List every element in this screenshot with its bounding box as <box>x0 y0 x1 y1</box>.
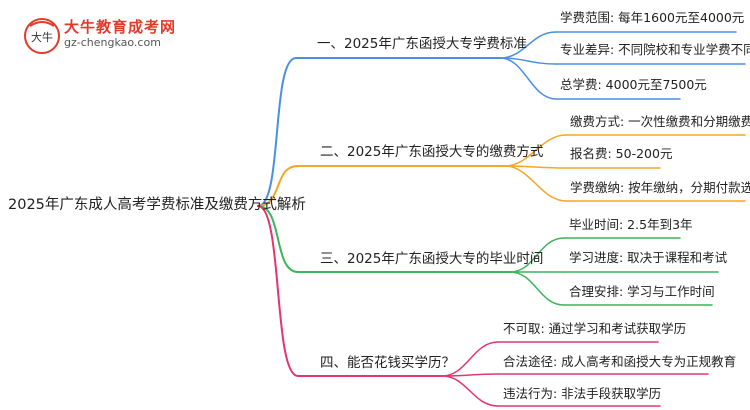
branch-2-connector <box>257 165 299 207</box>
branch-4-leaf-2: 合法途径: 成人高考和函授大专为正规教育 <box>503 354 737 369</box>
branch-1-leaf-3-connector <box>499 57 557 100</box>
logo-url: gz-chengkao.com <box>64 36 161 49</box>
branch-4-leaf-3-connector <box>441 375 499 407</box>
branch-2-leaf-1-connector <box>504 134 567 167</box>
branch-4-leaf-3: 违法行为: 非法手段获取学历 <box>503 386 662 401</box>
branch-3-leaf-1: 毕业时间: 2.5年到3年 <box>569 217 693 232</box>
logo-name: 大牛教育成考网 <box>64 18 177 36</box>
branch-1-leaf-1: 学费范围: 每年1600元至4000元 <box>560 10 745 25</box>
branch-4-leaf-1: 不可取: 通过学习和考试获取学历 <box>503 321 687 336</box>
branch-2-leaf-2: 报名费: 50-200元 <box>570 146 673 161</box>
branch-3-leaf-2: 学习进度: 取决于课程和考试 <box>569 250 728 265</box>
branch-4-leaf-1-connector <box>441 341 499 377</box>
branch-2-leaf-3: 学费缴纳: 按年缴纳，分期付款选项 <box>570 180 750 195</box>
branch-3-leaf-1-connector <box>509 237 565 273</box>
branch-3: 三、2025年广东函授大专的毕业时间 <box>320 251 544 267</box>
branch-3-leaf-3: 合理安排: 学习与工作时间 <box>569 284 715 299</box>
branch-3-leaf-3-connector <box>509 271 565 306</box>
branch-3-connector <box>257 205 299 273</box>
branch-1-leaf-3: 总学费: 4000元至7500元 <box>560 77 707 92</box>
mindmap-root: 2025年广东成人高考学费标准及缴费方式解析 <box>8 197 306 213</box>
branch-1-connector <box>257 57 297 207</box>
logo-mark-icon: 大牛 <box>24 18 60 54</box>
branch-1-leaf-2-connector <box>499 57 557 65</box>
branch-4-connector <box>257 205 299 377</box>
branch-1-leaf-1-connector <box>499 31 557 59</box>
logo-mark-text: 大牛 <box>31 30 53 44</box>
branch-2-leaf-1: 缴费方式: 一次性缴费和分期缴费 <box>570 114 750 129</box>
branch-2-leaf-3-connector <box>504 165 567 202</box>
branch-4: 四、能否花钱买学历？ <box>320 355 455 371</box>
branch-1-leaf-2: 专业差异: 不同院校和专业学费不同 <box>560 42 750 57</box>
branch-2: 二、2025年广东函授大专的缴费方式 <box>320 144 544 160</box>
site-logo[interactable]: 大牛 大牛教育成考网 gz-chengkao.com <box>20 14 175 54</box>
branch-1: 一、2025年广东函授大专学费标准 <box>317 36 527 52</box>
